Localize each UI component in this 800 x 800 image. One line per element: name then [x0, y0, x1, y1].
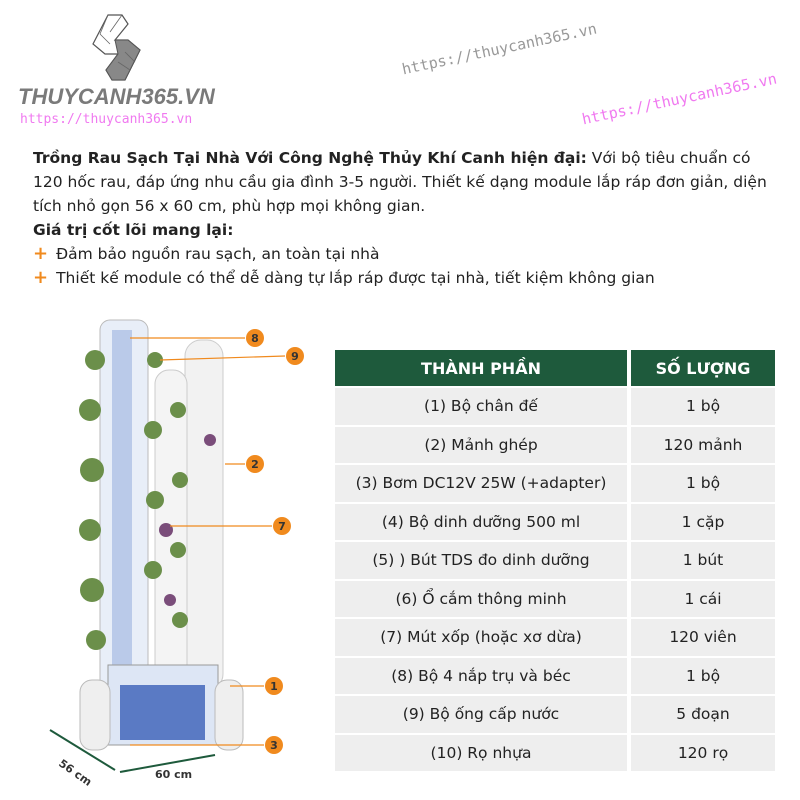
- quantity-cell: 120 rọ: [631, 734, 775, 771]
- brand-url[interactable]: https://thuycanh365.vn: [20, 112, 193, 127]
- quantity-cell: 120 viên: [631, 619, 775, 656]
- table-row: (3) Bơm DC12V 25W (+adapter)1 bộ: [335, 465, 775, 502]
- svg-text:3: 3: [270, 739, 278, 752]
- svg-text:1: 1: [270, 680, 278, 693]
- intro: Trồng Rau Sạch Tại Nhà Với Công Nghệ Thủ…: [33, 146, 773, 290]
- quantity-cell: 1 bộ: [631, 388, 775, 425]
- quantity-cell: 1 cái: [631, 580, 775, 617]
- watermark: https://thuycanh365.vn: [580, 69, 779, 129]
- component-cell: (7) Mút xốp (hoặc xơ dừa): [335, 619, 631, 656]
- svg-text:8: 8: [251, 332, 259, 345]
- svg-text:2: 2: [251, 458, 259, 471]
- width-label: 60 cm: [155, 768, 192, 781]
- quantity-cell: 120 mảnh: [631, 426, 775, 463]
- component-cell: (9) Bộ ống cấp nước: [335, 696, 631, 733]
- bullet-text: Đảm bảo nguồn rau sạch, an toàn tại nhà: [56, 245, 380, 263]
- values-title: Giá trị cốt lõi mang lại:: [33, 221, 234, 239]
- intro-title: Trồng Rau Sạch Tại Nhà Với Công Nghệ Thủ…: [33, 149, 587, 167]
- component-cell: (6) Ổ cắm thông minh: [335, 580, 631, 617]
- callout-2: 2: [246, 455, 264, 473]
- plus-icon: +: [33, 267, 49, 288]
- component-cell: (10) Rọ nhựa: [335, 734, 631, 771]
- depth-label: 56 cm: [56, 757, 94, 789]
- brand-name: THUYCANH365.VN: [18, 84, 215, 109]
- logo-icon: [92, 14, 141, 81]
- component-cell: (8) Bộ 4 nắp trụ và béc: [335, 657, 631, 694]
- plus-icon: +: [33, 243, 49, 264]
- callout-3: 3: [265, 736, 283, 754]
- callout-markers: 8 9 2 7 1 3: [246, 329, 304, 754]
- callout-9: 9: [286, 347, 304, 365]
- quantity-cell: 1 bộ: [631, 465, 775, 502]
- component-cell: (4) Bộ dinh dưỡng 500 ml: [335, 503, 631, 540]
- quantity-cell: 5 đoạn: [631, 696, 775, 733]
- component-cell: (2) Mảnh ghép: [335, 426, 631, 463]
- quantity-cell: 1 bộ: [631, 657, 775, 694]
- watermark: https://thuycanh365.vn: [400, 19, 599, 79]
- svg-text:7: 7: [278, 520, 286, 533]
- header-component: THÀNH PHẦN: [335, 350, 631, 386]
- component-cell: (5) ) Bút TDS đo dinh dưỡng: [335, 542, 631, 579]
- bullet-text: Thiết kế module có thể dễ dàng tự lắp rá…: [56, 269, 655, 287]
- list-item: + Thiết kế module có thể dễ dàng tự lắp r…: [33, 266, 773, 290]
- quantity-cell: 1 bút: [631, 542, 775, 579]
- callout-1: 1: [265, 677, 283, 695]
- intro-text: Với bộ tiêu chuẩn có 120 hốc rau, đáp ứn…: [33, 149, 767, 215]
- callout-8: 8: [246, 329, 264, 347]
- list-item: + Đảm bảo nguồn rau sạch, an toàn tại nhà: [33, 242, 773, 266]
- component-cell: (3) Bơm DC12V 25W (+adapter): [335, 465, 631, 502]
- callout-7: 7: [273, 517, 291, 535]
- table-row: (7) Mút xốp (hoặc xơ dừa)120 viên: [335, 619, 775, 656]
- quantity-cell: 1 cặp: [631, 503, 775, 540]
- component-cell: (1) Bộ chân đế: [335, 388, 631, 425]
- tower-illustration: 56 cm 60 cm 8 9 2 7 1 3: [49, 319, 304, 789]
- svg-text:9: 9: [291, 350, 299, 363]
- header-quantity: SỐ LƯỢNG: [631, 350, 775, 386]
